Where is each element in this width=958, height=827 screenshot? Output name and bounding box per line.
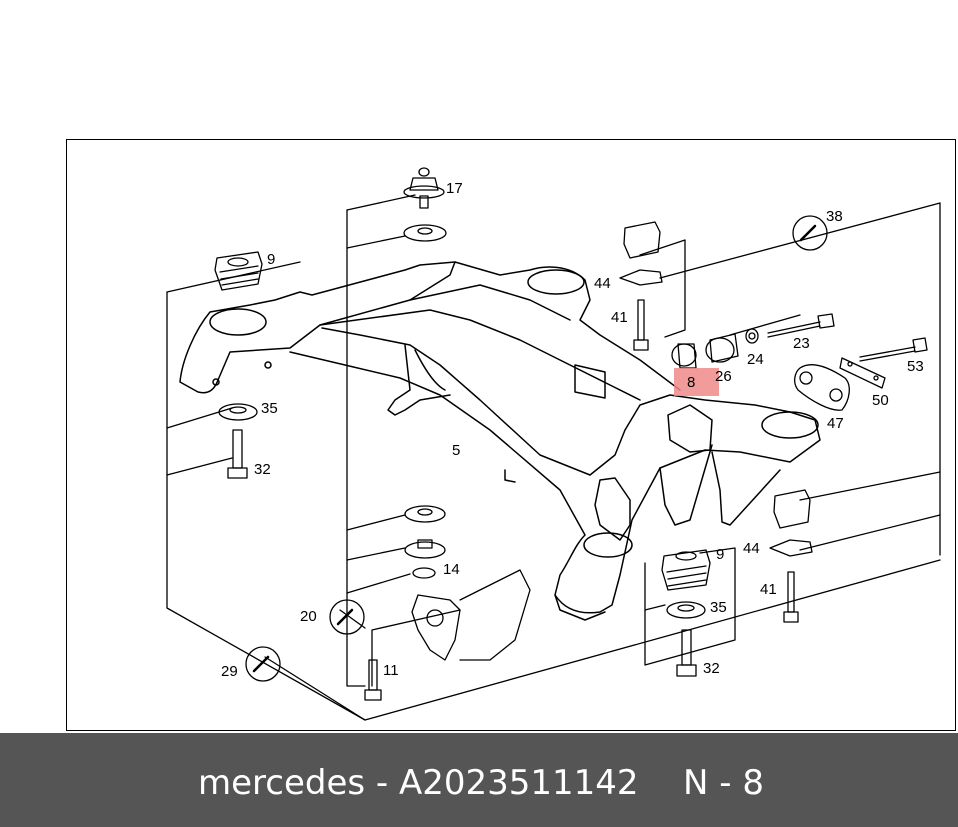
callout-50: 50: [872, 392, 889, 409]
wrench-icon-20: [329, 599, 365, 635]
callout-9-right: 9: [716, 546, 724, 563]
bracket-right-bottom: [644, 547, 736, 666]
callout-44-top: 44: [594, 275, 611, 292]
nut-17: [403, 167, 445, 209]
washer-35-left: [218, 403, 258, 421]
callout-35-left: 35: [261, 400, 278, 417]
bolt-32-right: [676, 629, 697, 677]
bolt-53: [859, 337, 928, 362]
plate-50: [839, 357, 886, 389]
callout-38: 38: [826, 208, 843, 225]
callout-11: 11: [383, 662, 399, 679]
callout-41-bottom: 41: [760, 581, 777, 598]
washer-24: [745, 328, 759, 344]
callout-44-bottom: 44: [743, 540, 760, 557]
bolt-32-left: [227, 429, 248, 479]
footer-bar: mercedes - A2023511142 N - 8: [0, 733, 958, 827]
bracket-center: [346, 209, 366, 687]
callout-53: 53: [907, 358, 924, 375]
bolt-23: [767, 313, 835, 338]
subframe-body: [179, 261, 821, 621]
diagram-frame: [66, 139, 956, 731]
callout-41-top: 41: [611, 309, 628, 326]
part-number-text: mercedes - A2023511142: [198, 763, 639, 803]
callout-32-left: 32: [254, 461, 271, 478]
callout-26: 26: [715, 368, 732, 385]
mount-44-bottom: [769, 489, 813, 623]
callout-9-left: 9: [267, 251, 275, 268]
callout-32-right: 32: [703, 660, 720, 677]
mount-9-right: [661, 549, 711, 591]
highlight-callout-8: [674, 368, 719, 396]
callout-35-right: 35: [710, 599, 727, 616]
bolt-11: [364, 659, 382, 701]
mount-44-top: [619, 221, 663, 351]
sleeve-26: [705, 333, 739, 363]
washer-35-right: [666, 601, 706, 619]
wrench-icon-29: [245, 646, 281, 682]
callout-8: 8: [687, 374, 695, 391]
callout-17: 17: [446, 180, 463, 197]
washer-lower-1: [404, 505, 446, 523]
carrier-bracket: [411, 569, 531, 661]
mount-9-left: [214, 251, 263, 291]
callout-14: 14: [443, 561, 460, 578]
bushing-8: [671, 343, 697, 369]
callout-5: 5: [452, 442, 460, 459]
link-47: [794, 364, 850, 411]
callout-24: 24: [747, 351, 764, 368]
wrench-icon-38: [792, 215, 828, 251]
callout-47: 47: [827, 415, 844, 432]
callout-29: 29: [221, 663, 238, 680]
callout-20: 20: [300, 608, 317, 625]
mount-14: [404, 539, 446, 579]
bracket-right-top: [639, 239, 686, 338]
bracket-left: [166, 291, 941, 721]
rear-subframe-diagram: 5 8 9 9 11 14 17 20 23 24 26 29 32 32 35…: [166, 167, 941, 721]
washer-upper: [403, 224, 447, 242]
callout-23: 23: [793, 335, 810, 352]
position-text: N - 8: [683, 763, 764, 803]
